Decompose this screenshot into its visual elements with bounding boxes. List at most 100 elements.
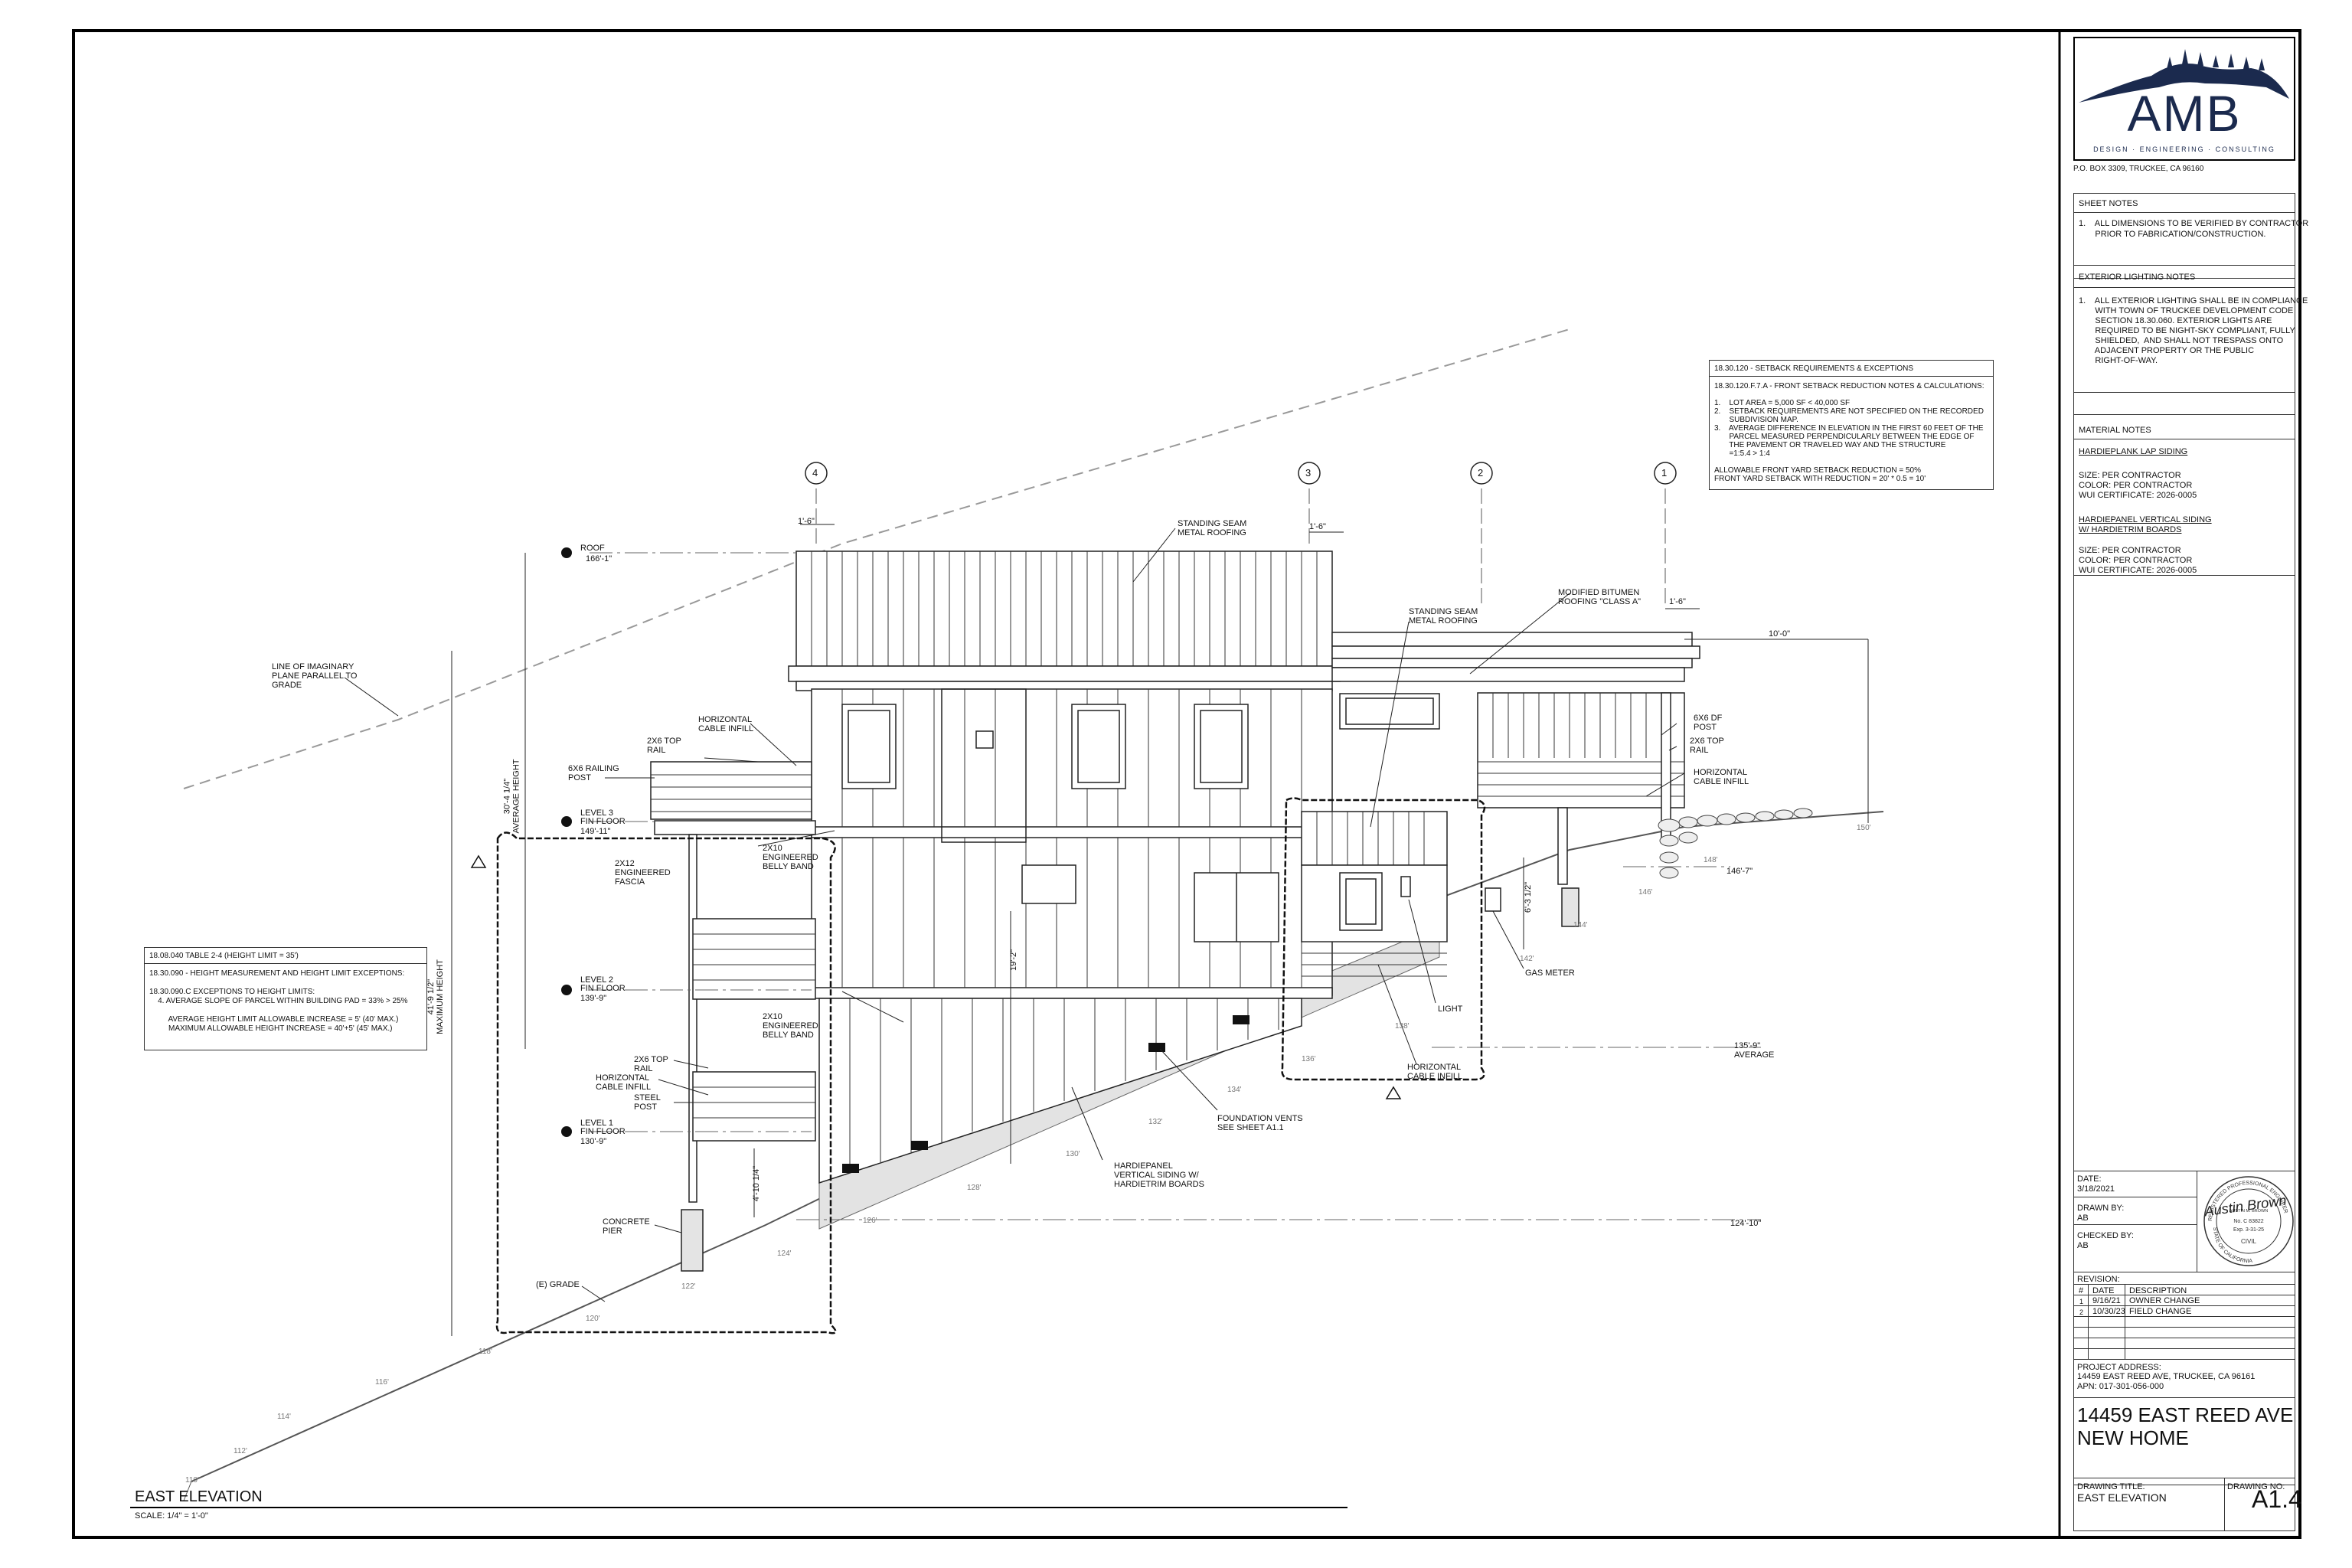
mid-right-wall	[1301, 811, 1501, 977]
material-2-title: HARDIEPANEL VERTICAL SIDING W/ HARDIETRI…	[2079, 515, 2212, 534]
sheet-notes-box: SHEET NOTES 1. ALL DIMENSIONS TO BE VERI…	[2073, 193, 2308, 279]
level-1-name: LEVEL 1 FIN FLOOR	[580, 1119, 626, 1136]
title-block: AMB DESIGN · ENGINEERING · CONSULTING P.…	[2067, 31, 2308, 1537]
drawing-no-label: DRAWING NO:	[2227, 1482, 2285, 1491]
dim-19-2: 19'-2"	[1009, 949, 1019, 972]
dim-6-3: 6'-3 1/2"	[1524, 881, 1534, 913]
rev-1-date: 9/16/21	[2092, 1296, 2121, 1305]
callout-belly-band-1: 2X10 ENGINEERED BELLY BAND	[763, 844, 818, 871]
drawing-title-value: EAST ELEVATION	[2077, 1491, 2167, 1504]
logo-box: AMB DESIGN · ENGINEERING · CONSULTING	[2073, 37, 2295, 161]
revision-label: REVISION:	[2077, 1275, 2120, 1284]
rev-header-date: DATE	[2092, 1286, 2115, 1295]
height-body: 18.30.090 - HEIGHT MEASUREMENT AND HEIGH…	[149, 969, 408, 1033]
material-notes-box: MATERIAL NOTES HARDIEPLANK LAP SIDING SI…	[2073, 392, 2295, 1485]
callout-horizontal-cable-4: HORIZONTAL CABLE INFILL	[1407, 1063, 1463, 1081]
dim-1-6-a: 1'-6"	[798, 517, 815, 526]
stamp-name: AUSTIN M. BROWN	[2230, 1209, 2268, 1214]
callout-hardiepanel: HARDIEPANEL VERTICAL SIDING W/ HARDIETRI…	[1114, 1161, 1204, 1189]
grade-mark: 110'	[185, 1476, 199, 1485]
callout-standing-seam-1: STANDING SEAM METAL ROOFING	[1178, 519, 1247, 537]
drawing-scale: SCALE: 1/4" = 1'-0"	[135, 1511, 208, 1521]
level-lines	[590, 552, 1761, 1220]
checked-by-value: AB	[2077, 1241, 2089, 1250]
sheet-notes-item-1: 1. ALL DIMENSIONS TO BE VERIFIED BY CONT…	[2079, 219, 2309, 239]
callout-existing-grade: (E) GRADE	[536, 1280, 580, 1289]
grade-mark: 136'	[1302, 1055, 1316, 1063]
grade-mark: 114'	[277, 1413, 291, 1421]
imaginary-plane-line	[183, 328, 1570, 789]
stamp-exp: Exp. 3-31-25	[2233, 1227, 2264, 1233]
project-address-label: PROJECT ADDRESS:	[2077, 1363, 2161, 1372]
setback-title: 18.30.120 - SETBACK REQUIREMENTS & EXCEP…	[1714, 364, 1914, 373]
dimension-lines	[451, 524, 1869, 1336]
level-roof-elev: 166'-1"	[586, 554, 612, 564]
callout-top-rail-3: 2X6 TOP RAIL	[1690, 737, 1724, 755]
dim-10-0: 10'-0"	[1769, 629, 1791, 639]
logo-mark: AMB	[2127, 85, 2242, 142]
engineer-stamp: REGISTERED PROFESSIONAL ENGINEER STATE O…	[2203, 1176, 2294, 1266]
setback-requirements-box: 18.30.120 - SETBACK REQUIREMENTS & EXCEP…	[1709, 360, 1994, 490]
callout-top-rail-2: 2X6 TOP RAIL	[634, 1055, 668, 1073]
rev-header-num: #	[2079, 1286, 2084, 1295]
dim-1-6-c: 1'-6"	[1669, 597, 1686, 606]
stamp-number: No. C 83822	[2233, 1219, 2263, 1224]
grade-mark: 112'	[234, 1447, 247, 1455]
revision-triangles	[470, 854, 1402, 1099]
level-3-elev: 149'-11"	[580, 827, 611, 836]
flat-roof	[1331, 632, 1700, 682]
callout-average-elev: 135'-9" AVERAGE	[1734, 1041, 1775, 1060]
callout-imaginary-plane: LINE OF IMAGINARY PLANE PARALLEL TO GRAD…	[272, 662, 358, 690]
drawing-title: EAST ELEVATION	[135, 1488, 263, 1505]
checked-by-label: CHECKED BY:	[2077, 1231, 2134, 1240]
callout-df-post: 6X6 DF POST	[1694, 714, 1723, 732]
rev-2-num: 2	[2079, 1308, 2084, 1316]
dim-average-height: 30'-4 1/4" AVERAGE HEIGHT	[502, 759, 521, 834]
grid-lines	[815, 488, 1666, 605]
title-underline	[130, 1507, 1348, 1508]
level-1-elev: 130'-9"	[580, 1137, 607, 1146]
callout-railing-post: 6X6 RAILING POST	[568, 764, 619, 782]
drawing-no: A1.4	[2252, 1485, 2302, 1513]
logo-tagline: DESIGN · ENGINEERING · CONSULTING	[2093, 145, 2275, 153]
material-notes-header: MATERIAL NOTES	[2079, 426, 2151, 435]
grid-bubble-4: 4	[812, 467, 818, 479]
callout-light: LIGHT	[1438, 1004, 1463, 1014]
grade-mark: 116'	[375, 1378, 389, 1387]
grade-mark: 128'	[967, 1184, 982, 1192]
project-name: 14459 EAST REED AVE NEW HOME	[2077, 1403, 2294, 1449]
material-1-title: HARDIEPLANK LAP SIDING	[2079, 447, 2188, 456]
stamp-signature: Austin Brown	[2203, 1193, 2288, 1220]
callout-standing-seam-2: STANDING SEAM METAL ROOFING	[1409, 607, 1478, 626]
callout-belly-band-2: 2X10 ENGINEERED BELLY BAND	[763, 1012, 818, 1040]
sheet-border	[72, 29, 2301, 1539]
revision-cloud-left	[495, 831, 837, 1334]
level-2-elev: 139'-9"	[580, 994, 607, 1003]
grade-mark: 126'	[863, 1217, 877, 1225]
callout-fascia: 2X12 ENGINEERED FASCIA	[615, 859, 671, 887]
stamp-civil: CIVIL	[2241, 1238, 2257, 1245]
rev-2-desc: FIELD CHANGE	[2129, 1307, 2192, 1316]
dim-4-10: 4'-10 1/4"	[752, 1165, 762, 1202]
grade-mark: 124'	[777, 1250, 792, 1258]
drawing-info-box: DRAWING TITLE: EAST ELEVATION DRAWING NO…	[2073, 1478, 2302, 1531]
windows	[841, 693, 1440, 942]
grid-bubble-2: 2	[1478, 467, 1484, 479]
callout-horizontal-cable-1: HORIZONTAL CABLE INFILL	[698, 715, 754, 733]
revision-cloud-right	[1281, 797, 1486, 1081]
grade-mark: 134'	[1227, 1086, 1242, 1094]
level-roof-name: ROOF	[580, 544, 605, 553]
lighting-notes-body: 1. ALL EXTERIOR LIGHTING SHALL BE IN COM…	[2079, 296, 2308, 365]
callout-modified-bitumen: MODIFIED BITUMEN ROOFING "CLASS A"	[1558, 588, 1642, 606]
rev-1-desc: OWNER CHANGE	[2129, 1296, 2200, 1305]
rev-2-date: 10/30/23	[2092, 1307, 2125, 1316]
callout-top-rail-1: 2X6 TOP RAIL	[647, 737, 681, 755]
sheet-notes-header: SHEET NOTES	[2079, 199, 2138, 208]
main-roof	[788, 550, 1341, 691]
rev-1-num: 1	[2079, 1298, 2084, 1305]
rev-header-desc: DESCRIPTION	[2129, 1286, 2187, 1295]
grade-mark: 146'	[1638, 888, 1653, 897]
grade-mark: 120'	[586, 1315, 600, 1323]
drawing-title-label: DRAWING TITLE:	[2077, 1482, 2145, 1491]
